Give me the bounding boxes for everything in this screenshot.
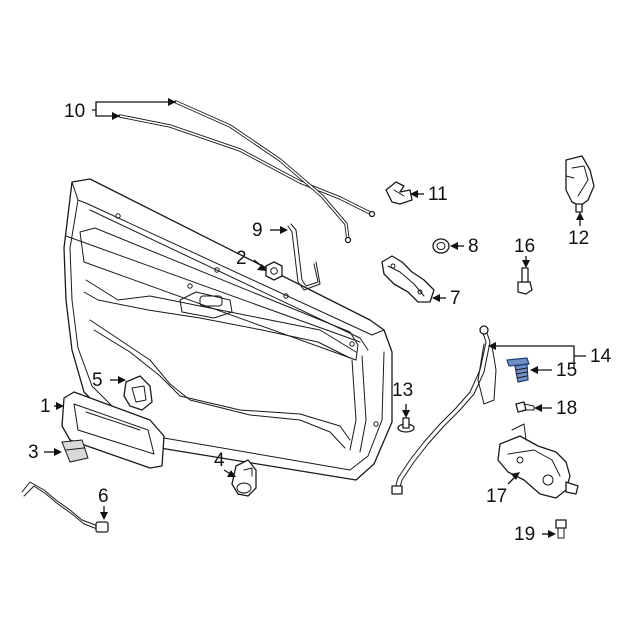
part-11-clip: [385, 181, 413, 205]
callout-2: 2: [236, 248, 247, 269]
callout-8: 8: [468, 236, 479, 257]
leader-lines: [44, 98, 586, 538]
part-17-latch-assembly: [497, 423, 579, 499]
part-1-handle: [61, 391, 165, 469]
part-12-latch-bracket: [565, 155, 595, 213]
part-7-hinge-bracket: [381, 255, 435, 303]
callout-4: 4: [214, 450, 225, 471]
callout-7: 7: [450, 288, 461, 309]
part-19-bolt: [555, 519, 567, 539]
part-2-nut: [265, 261, 283, 281]
part-4-camera: [231, 459, 257, 497]
callout-16: 16: [514, 236, 535, 257]
callout-1: 1: [40, 396, 51, 417]
part-3-switch: [61, 439, 89, 463]
part-9-rod-clip: [287, 223, 321, 291]
callout-9: 9: [252, 220, 263, 241]
callout-10: 10: [64, 101, 85, 122]
callout-11: 11: [428, 184, 448, 205]
callout-14: 14: [590, 346, 612, 367]
part-6-wire-harness: [21, 481, 109, 533]
part-18-screw: [515, 401, 535, 413]
part-13-bolt: [397, 417, 415, 433]
callout-12: 12: [568, 228, 589, 249]
callout-18: 18: [556, 398, 577, 419]
part-10-rod-cables: [118, 100, 376, 244]
callout-13: 13: [392, 380, 413, 401]
callout-17: 17: [486, 486, 507, 507]
callout-19: 19: [514, 524, 535, 545]
part-14-latch-cable: [391, 325, 497, 495]
callout-15: 15: [556, 360, 577, 381]
part-15-latch-bolt: [506, 357, 530, 383]
part-8-grommet: [432, 238, 450, 254]
part-16-bumper: [517, 267, 533, 295]
callout-labels: 10 11 9 2 8 16 12 7 5 1 3 4 6 13 14 15 1…: [28, 101, 612, 545]
part-5-lamp: [123, 375, 153, 411]
callout-5: 5: [92, 370, 103, 391]
callout-3: 3: [28, 442, 39, 463]
callout-6: 6: [98, 486, 109, 507]
